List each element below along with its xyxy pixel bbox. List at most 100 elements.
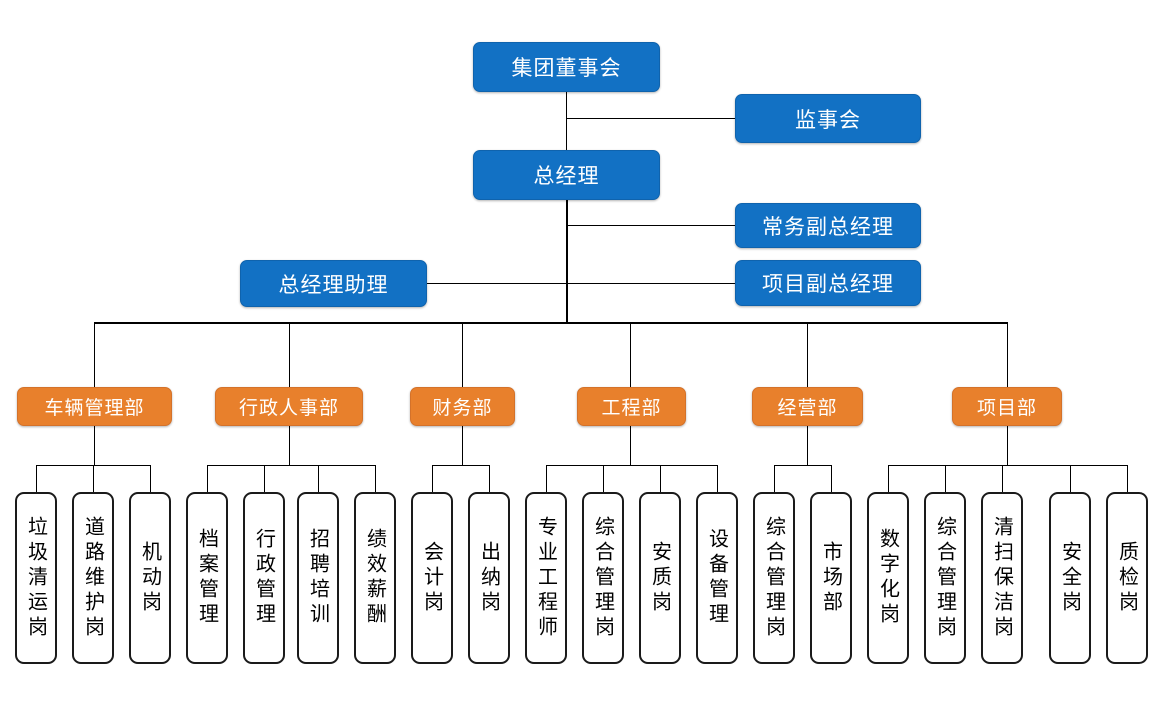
connector-dept-6-pos-3 [1002, 465, 1003, 492]
node-department-project-label: 项目部 [976, 398, 1037, 419]
node-department-admin-hr[interactable]: 行政人事部 [215, 387, 363, 426]
node-group-board-label: 集团董事会 [511, 57, 622, 80]
connector-dept-2-pos-4 [375, 465, 376, 492]
node-project-deputy-manager[interactable]: 项目副总经理 [735, 260, 921, 306]
connector-dept-2-pos-1 [207, 465, 208, 492]
connector-dept-1-pos-1 [36, 465, 37, 492]
node-position-quality-inspection[interactable]: 质检岗 [1106, 492, 1148, 664]
connector-bus-to-dept-4 [630, 322, 631, 387]
node-department-operations[interactable]: 经营部 [752, 387, 863, 426]
connector-dept-4-pos-3 [660, 465, 661, 492]
connector-dept-6-pos-5 [1127, 465, 1128, 492]
node-position-digitalization[interactable]: 数字化岗 [867, 492, 909, 664]
node-department-vehicle[interactable]: 车辆管理部 [17, 387, 172, 426]
node-position-label: 综合管理岗 [933, 515, 956, 641]
connector-dept-1-pos-2 [93, 465, 94, 492]
connector-gm-to-assistant [427, 283, 567, 284]
node-department-engineering-label: 工程部 [601, 398, 662, 419]
node-exec-deputy-manager-label: 常务副总经理 [762, 215, 894, 239]
node-position-ops-general-management[interactable]: 综合管理岗 [753, 492, 795, 664]
connector-dept-3-pos-1 [432, 465, 433, 492]
connector-gm-to-supervisory [566, 118, 736, 119]
connector-dept-5-bar [774, 465, 831, 466]
node-department-finance-label: 财务部 [432, 398, 493, 419]
node-position-mobile-duty[interactable]: 机动岗 [129, 492, 171, 664]
node-position-marketing[interactable]: 市场部 [810, 492, 852, 664]
connector-dept-1-drop [94, 425, 95, 465]
connector-dept-2-pos-2 [264, 465, 265, 492]
node-position-label: 档案管理 [195, 528, 218, 628]
connector-dept-6-pos-1 [888, 465, 889, 492]
node-project-deputy-manager-label: 项目副总经理 [762, 273, 894, 296]
node-supervisory-board-label: 监事会 [795, 108, 861, 132]
connector-bus-to-dept-2 [289, 322, 290, 387]
node-position-label: 安质岗 [648, 540, 671, 616]
connector-dept-5-drop [807, 425, 808, 465]
connector-bus-to-dept-3 [462, 322, 463, 387]
node-department-finance[interactable]: 财务部 [410, 387, 515, 426]
node-department-vehicle-label: 车辆管理部 [44, 398, 145, 419]
node-position-archive-management[interactable]: 档案管理 [186, 492, 228, 664]
connector-dept-3-bar [432, 465, 489, 466]
node-position-label: 安全岗 [1058, 540, 1081, 616]
node-general-manager-label: 总经理 [533, 165, 600, 188]
connector-dept-2-bar [207, 465, 375, 466]
node-position-waste-removal[interactable]: 垃圾清运岗 [15, 492, 57, 664]
node-position-label: 市场部 [819, 540, 842, 616]
connector-dept-6-pos-4 [1070, 465, 1071, 492]
connector-bus-to-dept-5 [807, 322, 808, 387]
node-position-safety-quality[interactable]: 安质岗 [639, 492, 681, 664]
node-position-label: 会计岗 [420, 540, 443, 616]
node-position-label: 专业工程师 [534, 515, 557, 641]
connector-dept-4-pos-4 [717, 465, 718, 492]
node-position-label: 质检岗 [1115, 540, 1138, 616]
node-position-safety[interactable]: 安全岗 [1049, 492, 1091, 664]
connector-bus-to-dept-6 [1007, 322, 1008, 387]
node-position-cleaning-sanitation[interactable]: 清扫保洁岗 [981, 492, 1023, 664]
node-exec-deputy-manager[interactable]: 常务副总经理 [735, 203, 921, 248]
node-position-label: 设备管理 [705, 528, 728, 628]
connector-dept-4-drop [630, 425, 631, 465]
node-position-label: 道路维护岗 [81, 515, 104, 641]
node-position-equipment-management[interactable]: 设备管理 [696, 492, 738, 664]
node-position-label: 综合管理岗 [591, 515, 614, 641]
connector-dept-6-bar [888, 465, 1127, 466]
connector-gm-to-exec-deputy [566, 225, 736, 226]
connector-dept-3-pos-2 [489, 465, 490, 492]
node-general-manager[interactable]: 总经理 [473, 150, 660, 200]
node-manager-assistant[interactable]: 总经理助理 [240, 260, 427, 307]
node-position-label: 综合管理岗 [762, 515, 785, 641]
connector-gm-to-project-deputy [566, 283, 736, 284]
node-department-operations-label: 经营部 [777, 398, 838, 419]
node-group-board[interactable]: 集团董事会 [473, 42, 660, 92]
connector-bus-to-dept-1 [94, 322, 95, 387]
node-manager-assistant-label: 总经理助理 [278, 273, 389, 297]
connector-board-to-gm [566, 91, 567, 150]
connector-dept-2-drop [289, 425, 290, 465]
node-department-project[interactable]: 项目部 [952, 387, 1062, 426]
node-position-label: 清扫保洁岗 [990, 515, 1013, 641]
node-position-label: 机动岗 [138, 540, 161, 616]
connector-dept-6-pos-2 [945, 465, 946, 492]
connector-dept-5-pos-1 [774, 465, 775, 492]
department-bus-line [94, 322, 1008, 324]
node-position-cashier[interactable]: 出纳岗 [468, 492, 510, 664]
node-position-label: 招聘培训 [306, 528, 329, 628]
connector-dept-3-drop [462, 425, 463, 465]
connector-dept-4-pos-2 [603, 465, 604, 492]
node-position-performance-compensation[interactable]: 绩效薪酬 [354, 492, 396, 664]
node-position-road-maintenance[interactable]: 道路维护岗 [72, 492, 114, 664]
connector-gm-down [566, 200, 568, 323]
node-supervisory-board[interactable]: 监事会 [735, 94, 921, 143]
node-department-engineering[interactable]: 工程部 [577, 387, 686, 426]
connector-dept-1-pos-3 [150, 465, 151, 492]
node-position-recruitment-training[interactable]: 招聘培训 [297, 492, 339, 664]
node-position-admin-management[interactable]: 行政管理 [243, 492, 285, 664]
node-position-label: 数字化岗 [876, 528, 899, 628]
connector-dept-6-drop [1007, 425, 1008, 465]
node-position-accounting[interactable]: 会计岗 [411, 492, 453, 664]
node-position-eng-general-management[interactable]: 综合管理岗 [582, 492, 624, 664]
node-position-proj-general-management[interactable]: 综合管理岗 [924, 492, 966, 664]
node-position-professional-engineer[interactable]: 专业工程师 [525, 492, 567, 664]
